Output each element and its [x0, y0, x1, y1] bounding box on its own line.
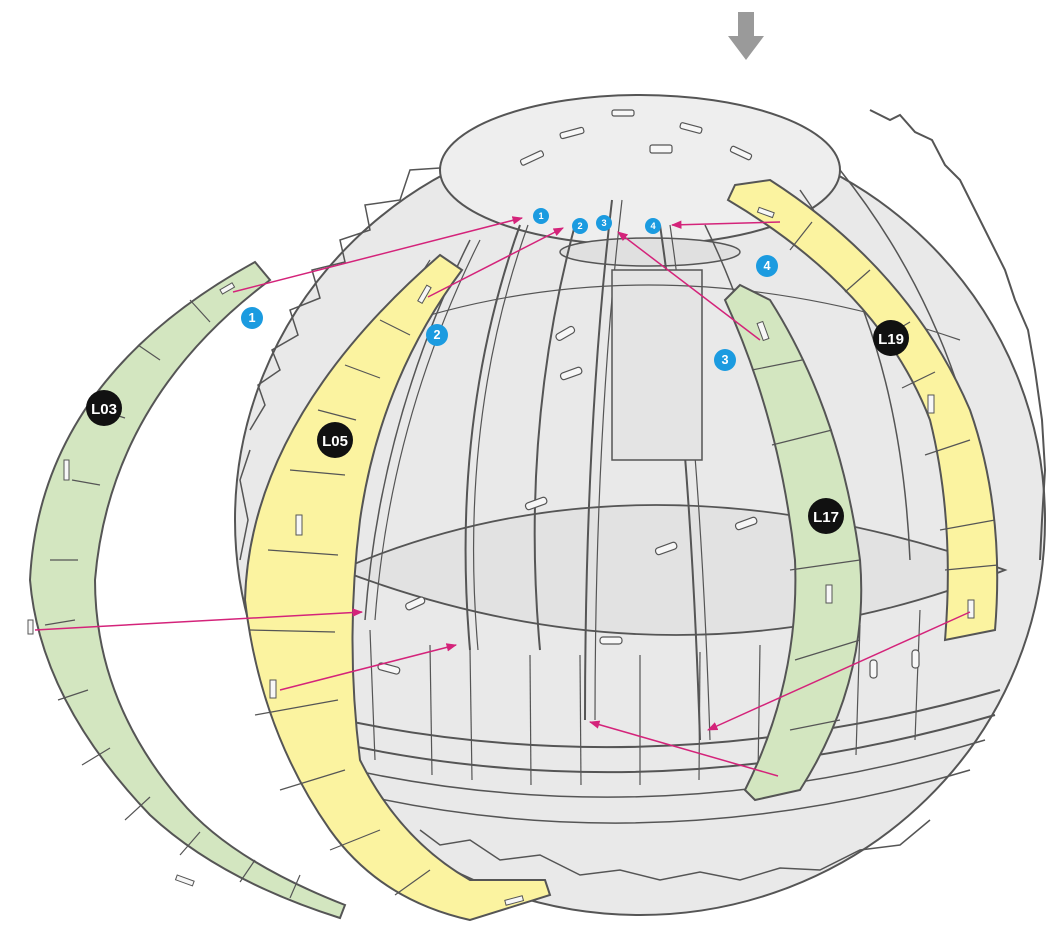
- part-label-text: L03: [91, 401, 117, 418]
- step-markers: 1 1 2 2 3 3 4 4: [241, 208, 778, 371]
- part-label-l17: L17: [808, 498, 844, 534]
- step-number: 4: [650, 221, 656, 231]
- step-number: 4: [763, 259, 770, 273]
- down-arrow-icon: [728, 12, 764, 60]
- step-number: 3: [601, 218, 606, 228]
- part-l05[interactable]: [243, 253, 552, 922]
- step-marker-2-on-part: 2: [426, 324, 448, 346]
- step-marker-2-on-slot: 2: [572, 218, 588, 234]
- step-marker-1-on-part: 1: [241, 307, 263, 329]
- step-number: 2: [577, 221, 582, 231]
- step-number: 1: [538, 211, 543, 221]
- pointer-4: [670, 220, 781, 229]
- part-label-l19: L19: [873, 320, 909, 356]
- part-label-l05: L05: [317, 422, 353, 458]
- pointer-arrows: [34, 216, 971, 777]
- step-marker-3-on-part: 3: [714, 349, 736, 371]
- part-l17[interactable]: [723, 283, 863, 802]
- pointer-l17-bottom: [588, 720, 779, 777]
- part-label-text: L17: [813, 509, 839, 526]
- step-marker-4-on-part: 4: [756, 255, 778, 277]
- part-label-text: L05: [322, 433, 348, 450]
- step-marker-3-on-slot: 3: [596, 215, 612, 231]
- step-number: 1: [248, 311, 255, 325]
- part-l03[interactable]: [27, 260, 347, 920]
- part-label-text: L19: [878, 331, 904, 348]
- pointer-l03-mid: [34, 608, 364, 631]
- part-label-l03: L03: [86, 390, 122, 426]
- part-l19[interactable]: [726, 178, 999, 642]
- pointer-l05-mid: [279, 643, 458, 691]
- pointer-1: [232, 216, 524, 293]
- pointer-2: [427, 227, 564, 298]
- pointer-l19-bottom: [707, 611, 971, 731]
- step-marker-1-on-slot: 1: [533, 208, 549, 224]
- step-number: 2: [433, 328, 440, 342]
- pointer-3: [617, 231, 761, 341]
- step-marker-4-on-slot: 4: [645, 218, 661, 234]
- step-number: 3: [721, 353, 728, 367]
